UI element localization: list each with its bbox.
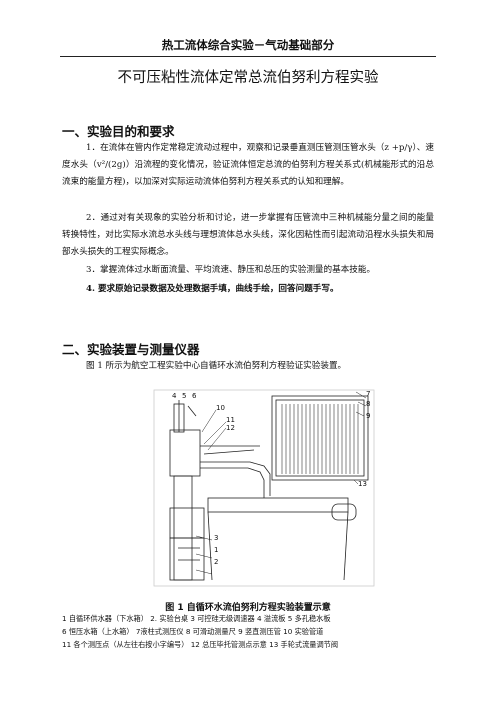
section1-paragraph-2: 2．通过对有关现象的实验分析和讨论，进一步掌握有压管流中三种机械能分量之间的能量… [62, 213, 434, 257]
diagram-label-11: 11 [226, 416, 235, 424]
section1-paragraph-1: 1．在流体在管内作定常稳定流动过程中，观察和记录垂直测压管测压管水头（z +p/… [62, 143, 434, 187]
legend-line-1: 1 自循环供水器（下水箱） 2. 实验台桌 3 可控硅无级调速器 4 溢流板 5… [62, 614, 331, 623]
page-title: 不可压粘性流体定常总流伯努利方程实验 [117, 70, 379, 86]
diagram-label-7: 7 [366, 390, 370, 398]
diagram-label-5: 5 [182, 392, 186, 400]
diagram-label-4: 4 [172, 392, 177, 400]
diagram-label-3: 3 [214, 534, 218, 542]
diagram-label-1: 1 [214, 546, 218, 554]
section1-heading: 一、实验目的和要求 [62, 124, 175, 139]
figure-caption: 图 1 自循环水流伯努利方程实验装置示意 [165, 603, 331, 613]
diagram-label-6: 6 [192, 392, 197, 400]
section2-heading: 二、实验装置与测量仪器 [62, 342, 200, 357]
section1-paragraph-3: 3．掌握流体过水断面流量、平均流速、静压和总压的实验测量的基本技能。 [86, 265, 376, 275]
diagram-label-8: 8 [366, 400, 370, 408]
apparatus-diagram: 1 2 3 4 5 6 7 8 9 10 11 12 13 [153, 389, 375, 587]
section2-intro: 图 1 所示为航空工程实验中心自循环水流伯努利方程验证实验装置。 [86, 361, 347, 371]
section1-paragraph-4: 4. 要求原始记录数据及处理数据手填，曲线手绘，回答问题手写。 [86, 284, 339, 294]
diagram-label-12: 12 [226, 424, 235, 432]
diagram-label-9: 9 [366, 412, 370, 420]
legend-line-2: 6 恒压水箱（上水箱） 7液柱式测压仪 8 可滑动测量尺 9 竖直测压管 10 … [62, 627, 324, 636]
legend-line-3: 11 各个测压点（从左往右按小字编号） 12 总压毕托管测点示意 13 手轮式流… [62, 640, 339, 649]
header-rule [60, 56, 436, 57]
page-header: 热工流体综合实验－气动基础部分 [161, 38, 335, 52]
diagram-label-2: 2 [214, 558, 218, 566]
diagram-label-10: 10 [216, 404, 225, 412]
diagram-label-13: 13 [358, 480, 367, 488]
